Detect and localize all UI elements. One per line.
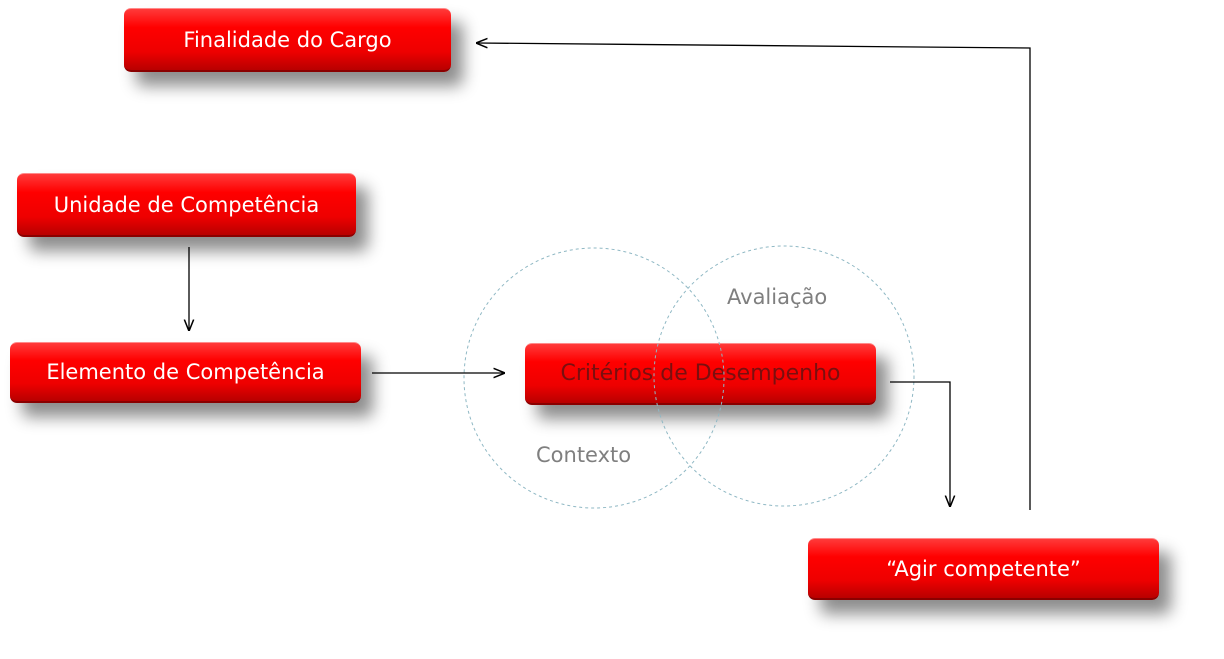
node-unidade-de-competencia: Unidade de Competência bbox=[17, 173, 356, 237]
node-elemento-de-competencia: Elemento de Competência bbox=[10, 342, 361, 403]
label-contexto: Contexto bbox=[536, 443, 632, 467]
node-finalidade-do-cargo: Finalidade do Cargo bbox=[124, 8, 451, 72]
arrow-criterios-to-agir bbox=[890, 381, 950, 506]
node-criterios-de-desempenho: Critérios de Desempenho bbox=[525, 343, 876, 405]
arrow-agir-to-finalidade bbox=[477, 43, 1031, 510]
label-avaliacao: Avaliação bbox=[727, 285, 828, 309]
node-agir-competente: “Agir competente” bbox=[808, 538, 1159, 600]
